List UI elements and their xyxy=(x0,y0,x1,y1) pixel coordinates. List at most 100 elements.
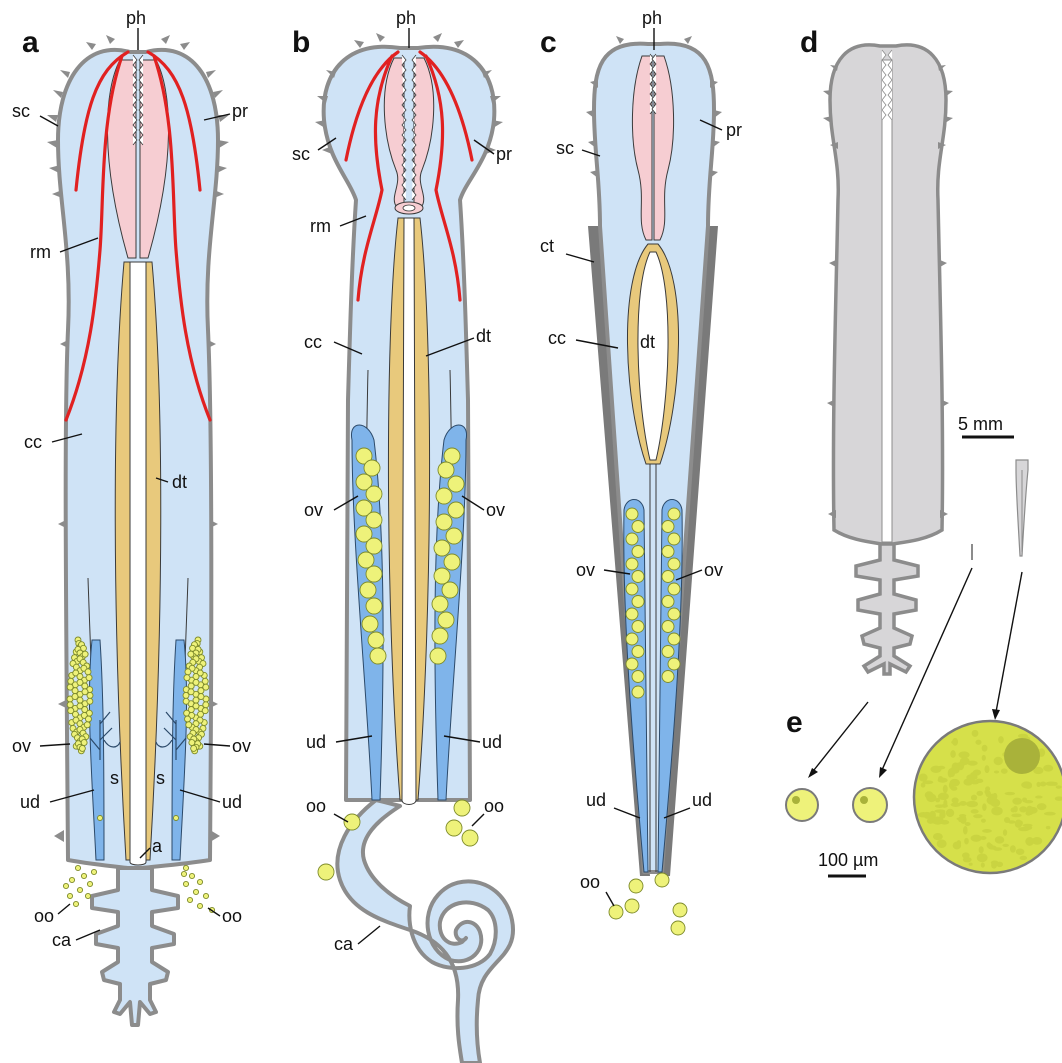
egg xyxy=(448,476,464,492)
label-rm-a: rm xyxy=(30,242,51,262)
label-ud-right-b: ud xyxy=(482,732,502,752)
panel-d: d 5 mm xyxy=(800,26,1028,674)
label-pr-b: pr xyxy=(496,144,512,164)
label-oo-c: oo xyxy=(580,872,600,892)
egg xyxy=(662,646,674,658)
egg xyxy=(188,651,194,657)
egg xyxy=(187,897,192,902)
egg xyxy=(438,612,454,628)
egg xyxy=(662,621,674,633)
egg xyxy=(662,521,674,533)
egg xyxy=(626,533,638,545)
egg xyxy=(81,873,86,878)
egg xyxy=(448,502,464,518)
egg xyxy=(632,546,644,558)
egg xyxy=(87,881,92,886)
egg xyxy=(185,669,191,675)
egg xyxy=(366,566,382,582)
egg xyxy=(85,893,90,898)
label-rm-b: rm xyxy=(310,216,331,236)
label-oo-left-b: oo xyxy=(306,796,326,816)
label-pr-c: pr xyxy=(726,120,742,140)
egg xyxy=(632,646,644,658)
egg xyxy=(366,598,382,614)
egg-large-c xyxy=(914,721,1062,873)
label-ph-c: ph xyxy=(642,8,662,28)
egg xyxy=(434,540,450,556)
label-oo-left-a: oo xyxy=(34,906,54,926)
egg xyxy=(668,533,680,545)
egg xyxy=(446,820,462,836)
egg xyxy=(436,488,452,504)
label-ca-a: ca xyxy=(52,930,72,950)
egg xyxy=(626,608,638,620)
panel-letter-a: a xyxy=(22,26,39,59)
egg-small-b xyxy=(853,788,887,822)
label-cc-b: cc xyxy=(304,332,322,352)
panel-e: e 100 µm xyxy=(786,568,1062,876)
egg xyxy=(626,633,638,645)
label-ud-left-a: ud xyxy=(20,792,40,812)
label-ud-right-a: ud xyxy=(222,792,242,812)
egg xyxy=(98,816,103,821)
egg xyxy=(625,899,639,913)
silhouette-lumen-d xyxy=(882,60,892,542)
egg xyxy=(662,671,674,683)
egg xyxy=(344,814,360,830)
label-sc-b: sc xyxy=(292,144,310,164)
label-ph-b: ph xyxy=(396,8,416,28)
label-ov-left-c: ov xyxy=(576,560,595,580)
digestive-lumen-b xyxy=(402,218,416,805)
label-s-right-a: s xyxy=(156,768,165,788)
egg xyxy=(462,830,478,846)
egg xyxy=(366,512,382,528)
label-ov-left-a: ov xyxy=(12,736,31,756)
small-silhouette-b xyxy=(971,544,973,560)
egg xyxy=(318,864,334,880)
egg-small-a xyxy=(786,789,818,821)
egg xyxy=(668,658,680,670)
egg xyxy=(85,716,91,722)
label-ct-c: ct xyxy=(540,236,554,256)
panel-letter-b: b xyxy=(292,26,310,59)
egg xyxy=(191,745,197,751)
egg xyxy=(364,460,380,476)
egg xyxy=(183,692,189,698)
panel-c: c ph pr sc ct cc dt ov ov ud ud oo xyxy=(540,8,742,935)
egg xyxy=(434,568,450,584)
label-ud-left-c: ud xyxy=(586,790,606,810)
egg xyxy=(454,800,470,816)
egg xyxy=(185,716,191,722)
panel-a: a ph sc pr rm cc dt ov ov s s ud ud a oo… xyxy=(12,8,251,1025)
egg xyxy=(436,514,452,530)
egg xyxy=(632,671,644,683)
label-oo-right-a: oo xyxy=(222,906,242,926)
panel-letter-c: c xyxy=(540,26,557,59)
egg xyxy=(358,552,374,568)
egg xyxy=(438,462,454,478)
egg xyxy=(626,658,638,670)
label-dt-a: dt xyxy=(172,472,187,492)
egg xyxy=(69,877,74,882)
egg xyxy=(370,648,386,664)
caudal-appendage-a xyxy=(92,868,178,1025)
egg xyxy=(366,486,382,502)
egg xyxy=(77,887,82,892)
label-ud-left-b: ud xyxy=(306,732,326,752)
scale-label-100um: 100 µm xyxy=(818,850,878,870)
panel-b: b ph sc pr rm cc dt ov ov ud ud oo oo ca xyxy=(292,8,513,1063)
egg xyxy=(673,903,687,917)
egg xyxy=(668,583,680,595)
label-ph-a: ph xyxy=(126,8,146,28)
egg xyxy=(79,745,85,751)
label-ov-right-c: ov xyxy=(704,560,723,580)
egg xyxy=(193,889,198,894)
egg xyxy=(91,869,96,874)
silhouette-caudal-d xyxy=(856,540,918,674)
egg xyxy=(181,871,186,876)
egg xyxy=(662,546,674,558)
label-ca-b: ca xyxy=(334,934,354,954)
egg xyxy=(73,901,78,906)
caudal-appendage-b xyxy=(337,800,513,1063)
